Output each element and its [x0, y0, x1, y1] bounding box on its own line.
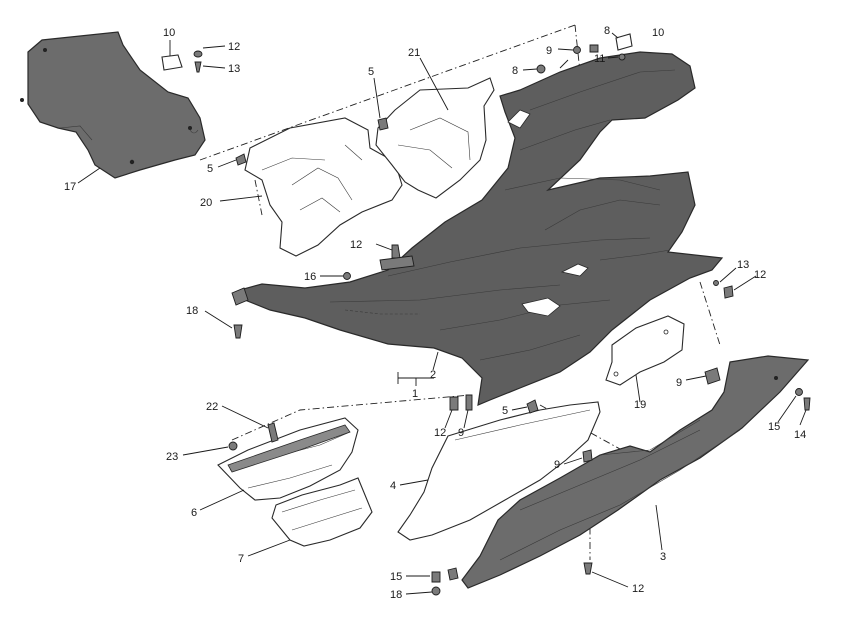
- callout-9: 9: [676, 377, 682, 389]
- callout-8: 8: [604, 25, 610, 37]
- callout-11: 11: [594, 53, 605, 65]
- callout-17: 17: [64, 181, 76, 193]
- callout-10: 10: [163, 27, 175, 39]
- part-17-upper-left-cover: [20, 31, 206, 179]
- part-6-front-lower-trim: [217, 417, 359, 501]
- callout-15: 15: [390, 571, 402, 583]
- part-21-upper-liner: [375, 77, 495, 199]
- callout-4: 4: [390, 480, 396, 492]
- callout-13: 13: [737, 259, 749, 271]
- callout-16: 16: [304, 271, 316, 283]
- part-3-lower-side-panel: [461, 355, 810, 589]
- callout-18: 18: [186, 305, 198, 317]
- callout-5: 5: [207, 163, 213, 175]
- part-20-inner-liner: [244, 117, 403, 257]
- callout-12: 12: [754, 269, 766, 281]
- callout-9: 9: [546, 45, 552, 57]
- callout-6: 6: [191, 507, 197, 519]
- callout-18: 18: [390, 589, 402, 601]
- callout-5: 5: [368, 66, 374, 78]
- part-12-13-screw-washer-left: [193, 50, 203, 73]
- callout-7: 7: [238, 553, 244, 565]
- callout-20: 20: [200, 197, 212, 209]
- callout-12: 12: [350, 239, 362, 251]
- callout-12: 12: [228, 41, 240, 53]
- callout-9: 9: [554, 459, 560, 471]
- callout-13: 13: [228, 63, 240, 75]
- callout-12: 12: [632, 583, 644, 595]
- callout-15: 15: [768, 421, 780, 433]
- callout-14: 14: [794, 429, 806, 441]
- callout-10: 10: [652, 27, 664, 39]
- part-1-main-body-panel: [239, 51, 724, 406]
- callout-21: 21: [408, 47, 420, 59]
- callout-9: 9: [458, 427, 464, 439]
- part-7-lower-trim-piece: [271, 477, 373, 547]
- callout-22: 22: [206, 401, 218, 413]
- part-19-bracket: [605, 315, 685, 386]
- callout-8: 8: [512, 65, 518, 77]
- callout-12: 12: [434, 427, 446, 439]
- callout-labels: 10 12 13 17 21 5 5 20 8 10 9 11 8 12 16 …: [64, 25, 806, 601]
- callout-3: 3: [660, 551, 666, 563]
- callout-5: 5: [502, 405, 508, 417]
- callout-1: 1: [412, 388, 418, 400]
- callout-2: 2: [430, 369, 436, 381]
- callout-23: 23: [166, 451, 178, 463]
- hardware-fasteners: [228, 33, 811, 596]
- part-10-clip-left: [161, 54, 183, 71]
- callout-19: 19: [634, 399, 646, 411]
- part-4-lower-inner-panel: [397, 401, 601, 541]
- leader-lines: [77, 32, 807, 595]
